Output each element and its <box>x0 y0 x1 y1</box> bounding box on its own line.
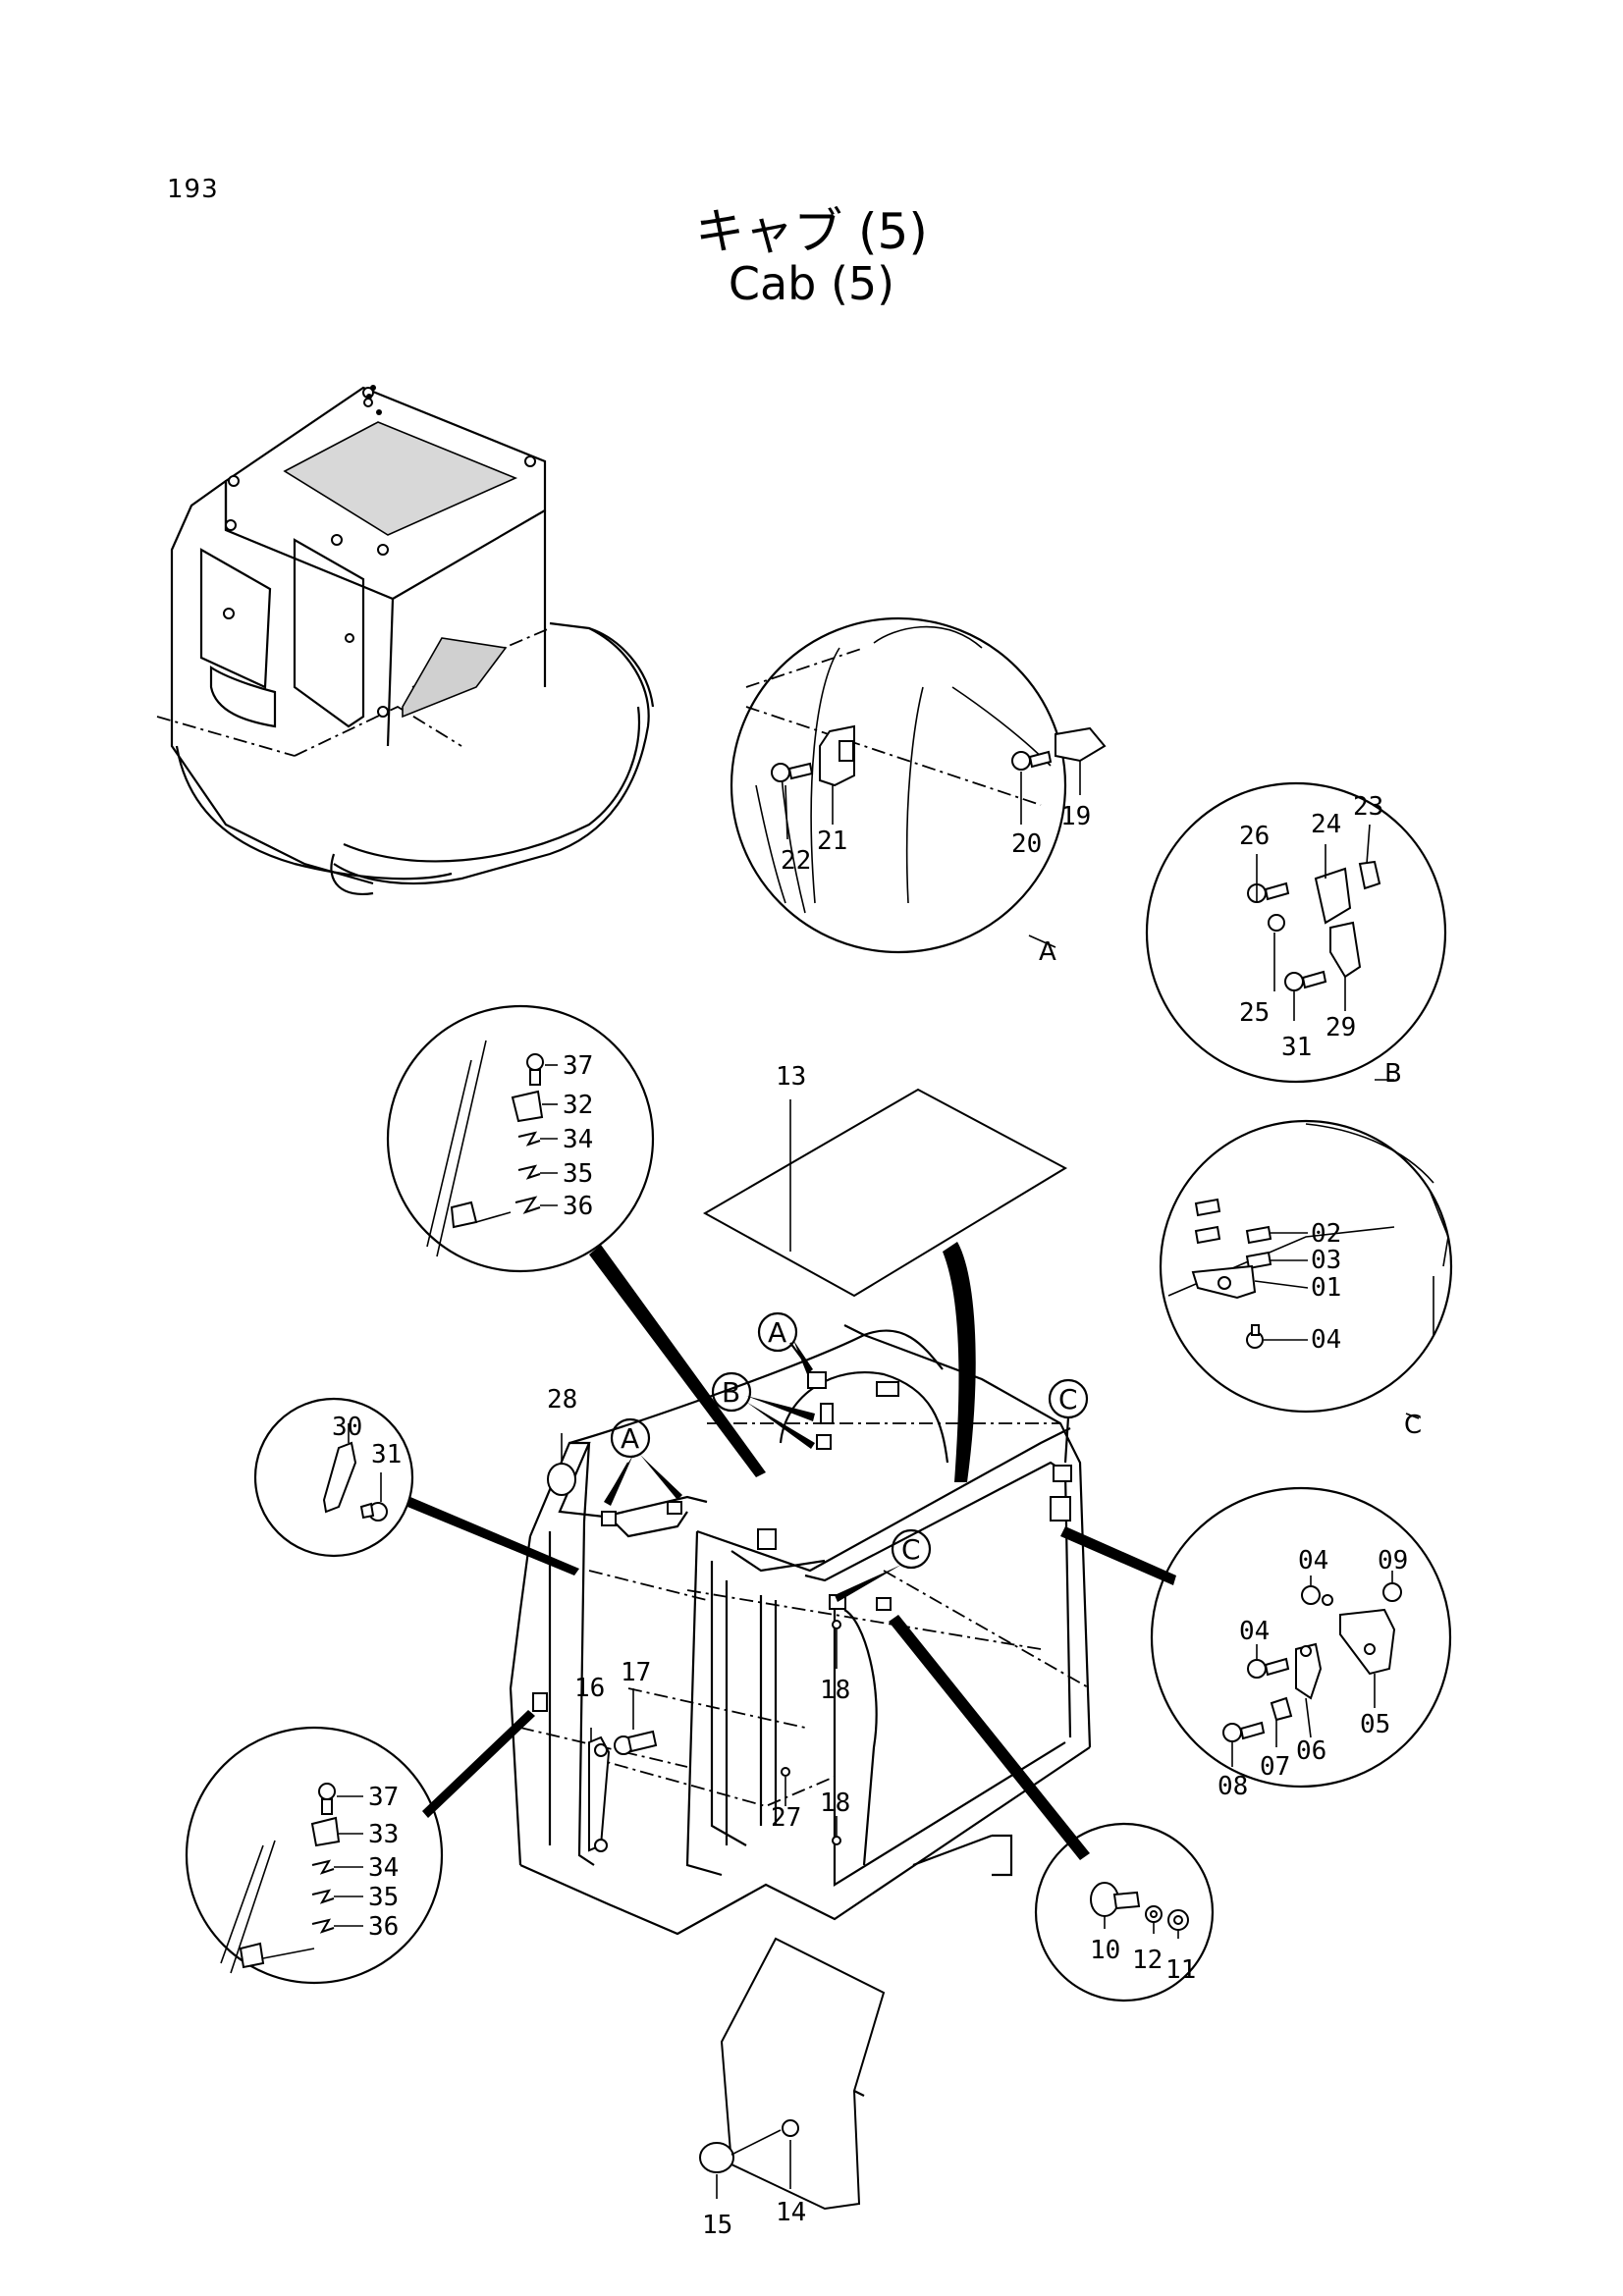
callout-letter-c-lower: C <box>901 1533 921 1566</box>
part-label-ll-33: 33 <box>368 1820 399 1849</box>
part-label-15: 15 <box>702 2211 732 2240</box>
detail-letter-c: C <box>1404 1411 1422 1440</box>
part-label-rh-04-top: 04 <box>1298 1546 1328 1575</box>
part-label-16: 16 <box>574 1674 605 1703</box>
page-title-en: Cab (5) <box>728 257 895 310</box>
detail-view-upper-left <box>386 1004 766 1477</box>
detail-view-bottom-bolt <box>889 1615 1215 2002</box>
detail-view-a <box>730 616 1107 954</box>
detail-view-lower-left <box>185 1710 535 1985</box>
part-label-ul-37: 37 <box>563 1051 593 1081</box>
callout-letter-a-lower: A <box>621 1422 639 1455</box>
detail-view-b <box>1145 781 1447 1084</box>
callout-a-lower <box>604 1417 682 1506</box>
part-label-c-02: 02 <box>1311 1219 1341 1249</box>
part-label-13: 13 <box>776 1062 806 1092</box>
part-label-rh-05: 05 <box>1360 1710 1390 1739</box>
part-label-ll-34: 34 <box>368 1853 399 1883</box>
part-label-c-03: 03 <box>1311 1246 1341 1275</box>
part-label-ls-31: 31 <box>371 1440 402 1469</box>
part-label-27: 27 <box>771 1803 801 1833</box>
part-label-ul-34: 34 <box>563 1125 593 1154</box>
detail-view-left-small <box>253 1397 579 1575</box>
part-label-ls-30: 30 <box>332 1413 362 1442</box>
part-label-28: 28 <box>547 1385 577 1415</box>
detail-view-right-hinge <box>1060 1486 1452 1789</box>
part-label-ul-32: 32 <box>563 1091 593 1120</box>
part-label-b-31: 31 <box>1281 1033 1312 1062</box>
part-label-a-20: 20 <box>1011 829 1042 859</box>
part-label-ll-35: 35 <box>368 1883 399 1912</box>
part-label-c-04: 04 <box>1311 1325 1341 1355</box>
callout-a-upper <box>757 1311 813 1374</box>
part-label-bb-12: 12 <box>1132 1946 1163 1975</box>
part-label-c-01: 01 <box>1311 1273 1341 1303</box>
part-label-ll-36: 36 <box>368 1912 399 1942</box>
callout-letter-b: B <box>722 1376 740 1409</box>
part-label-rh-09: 09 <box>1378 1546 1408 1575</box>
part-label-b-29: 29 <box>1325 1013 1356 1042</box>
detail-letter-a: A <box>1039 937 1056 967</box>
part-label-a-22: 22 <box>781 846 811 876</box>
callout-c-upper <box>1048 1378 1089 1464</box>
part-label-a-21: 21 <box>817 827 847 856</box>
part-label-b-25: 25 <box>1239 998 1270 1028</box>
part-label-ul-36: 36 <box>563 1192 593 1221</box>
part-label-rh-06: 06 <box>1296 1736 1326 1766</box>
part-13-panel <box>702 1088 1068 1482</box>
detail-view-c <box>1159 1119 1453 1419</box>
part-label-bb-11: 11 <box>1165 1955 1196 1985</box>
part-label-17: 17 <box>621 1658 651 1687</box>
part-14-panel <box>699 1937 886 2211</box>
part-label-rh-07: 07 <box>1260 1752 1290 1782</box>
page-number: 193 <box>167 175 219 204</box>
part-label-18-lower: 18 <box>820 1789 850 1818</box>
part-label-18-upper: 18 <box>820 1676 850 1705</box>
part-label-b-24: 24 <box>1311 810 1341 839</box>
part-label-rh-08: 08 <box>1217 1772 1248 1801</box>
detail-letter-b: B <box>1384 1059 1402 1089</box>
part-label-14: 14 <box>776 2198 806 2227</box>
callout-letter-a-upper: A <box>768 1316 786 1349</box>
callout-b <box>711 1371 815 1449</box>
callout-c-lower <box>835 1528 932 1602</box>
part-label-bb-10: 10 <box>1090 1936 1120 1965</box>
part-label-ul-35: 35 <box>563 1159 593 1189</box>
part-label-ll-37: 37 <box>368 1783 399 1812</box>
part-label-b-26: 26 <box>1239 822 1270 851</box>
part-label-a-19: 19 <box>1060 802 1091 831</box>
part-label-b-23: 23 <box>1353 792 1383 822</box>
overview-cab-illustration <box>156 385 655 896</box>
callout-letter-c-upper: C <box>1058 1383 1078 1415</box>
part-label-rh-04-left: 04 <box>1239 1617 1270 1646</box>
page-title-jp: キャブ (5) <box>695 203 928 260</box>
main-cab-frame <box>509 1324 1092 1936</box>
